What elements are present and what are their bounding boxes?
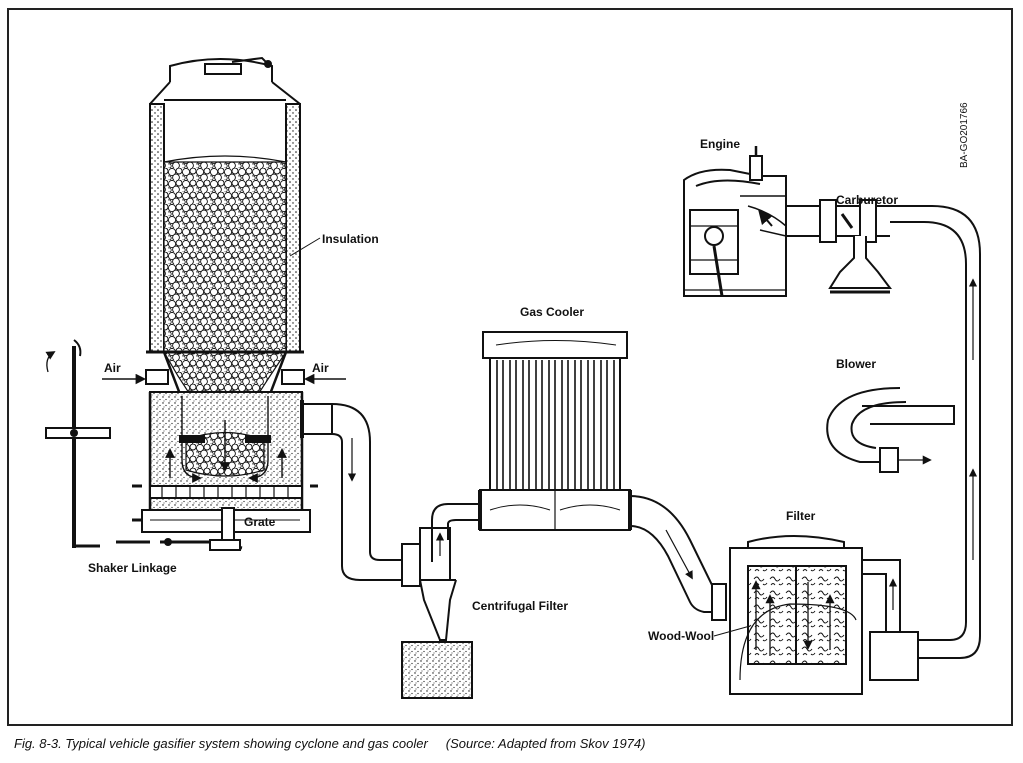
label-centrifugal-filter: Centrifugal Filter: [472, 599, 568, 613]
carburetor: [786, 199, 892, 294]
label-blower: Blower: [836, 357, 876, 371]
pipe-gasifier-to-cyclone: [331, 403, 421, 587]
shaker-linkage: [45, 339, 243, 551]
gasifier-diagram: Insulation Air Air Grate Shaker Linkage …: [45, 56, 981, 699]
gasifier-flow-arrows: [165, 396, 287, 483]
label-air-right: Air: [312, 361, 329, 375]
label-shaker-linkage: Shaker Linkage: [88, 561, 177, 575]
gasifier: [132, 56, 333, 549]
cyclone-filter: [401, 503, 480, 699]
label-grate: Grate: [244, 515, 276, 529]
label-air-left: Air: [104, 361, 121, 375]
label-engine: Engine: [700, 137, 740, 151]
caption-figure: Fig. 8-3. Typical vehicle gasifier syste…: [14, 736, 428, 751]
label-gas-cooler: Gas Cooler: [520, 305, 584, 319]
wood-wool-filter: [729, 535, 919, 695]
label-insulation: Insulation: [322, 232, 379, 246]
engine: [683, 146, 787, 297]
figure-frame: [7, 8, 1013, 726]
blower: [826, 387, 955, 473]
figure-caption: Fig. 8-3. Typical vehicle gasifier syste…: [14, 736, 663, 751]
label-filter: Filter: [786, 509, 816, 523]
side-tag: BA-GO201766: [959, 102, 970, 168]
gas-cooler: [478, 331, 632, 531]
pipe-cooler-to-filter: [629, 495, 727, 621]
pipe-filter-to-carburetor: [890, 205, 981, 659]
caption-source: (Source: Adapted from Skov 1974): [445, 736, 646, 751]
label-wood-wool: Wood-Wool: [648, 629, 714, 643]
label-carburetor: Carburetor: [836, 193, 898, 207]
